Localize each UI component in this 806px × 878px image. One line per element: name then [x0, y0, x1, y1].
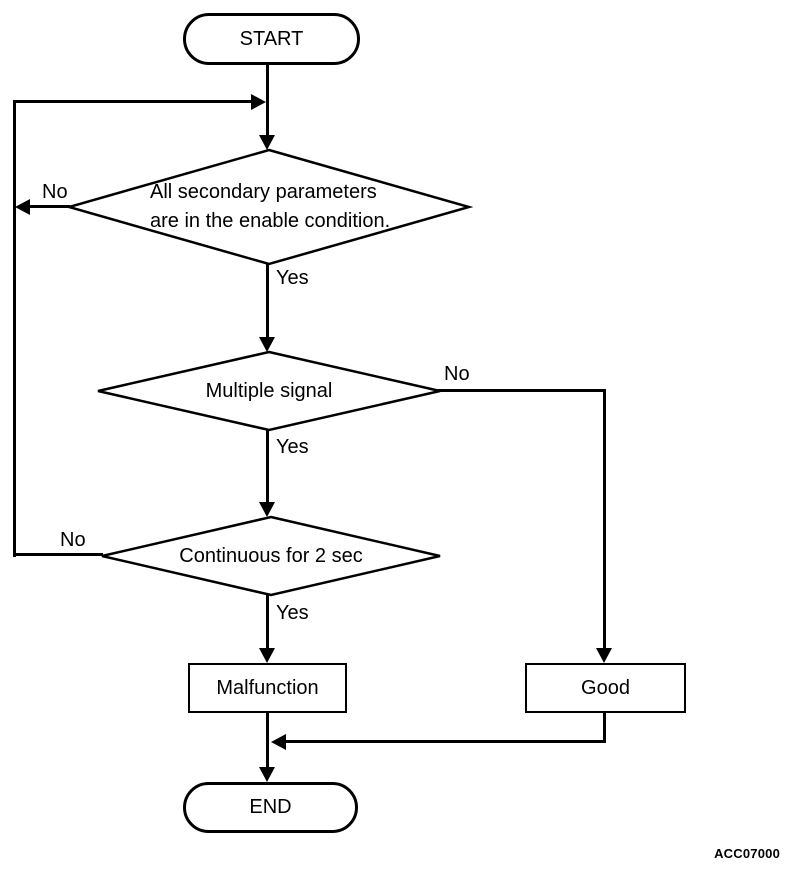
- start-label: START: [239, 27, 304, 50]
- edge-good-merge-line: [285, 740, 606, 743]
- edge-continuous-yes-line: [266, 594, 269, 650]
- decision-signal-label: Multiple signal: [205, 379, 333, 402]
- arrowhead-into-continuous-icon: [259, 502, 275, 517]
- decision-signal-diamond: [97, 350, 441, 432]
- loopback-rail-line: [13, 100, 16, 557]
- end-terminal: END: [183, 782, 358, 833]
- edge-malfunction-down-line: [266, 712, 269, 769]
- malfunction-box: Malfunction: [188, 663, 347, 713]
- arrowhead-params-no-icon: [15, 199, 30, 215]
- decision-params-label: All secondary parameters are in the enab…: [150, 178, 390, 236]
- loopback-top-line: [13, 100, 251, 103]
- label-params-yes: Yes: [276, 267, 309, 289]
- start-terminal: START: [183, 13, 360, 65]
- label-signal-yes: Yes: [276, 436, 309, 458]
- arrowhead-into-end-icon: [259, 767, 275, 782]
- edge-start-down-line: [266, 65, 269, 138]
- edge-continuous-no-line: [13, 553, 103, 556]
- figure-code: ACC07000: [714, 846, 780, 861]
- label-params-no: No: [42, 181, 68, 203]
- edge-params-no-line: [29, 205, 70, 208]
- decision-params-diamond: [65, 148, 473, 266]
- edge-params-yes-line: [266, 263, 269, 339]
- arrowhead-into-signal-icon: [259, 337, 275, 352]
- diamond-shape-icon: [97, 350, 441, 432]
- arrowhead-into-malfunction-icon: [259, 648, 275, 663]
- end-label: END: [249, 796, 292, 818]
- edge-signal-no-vline: [603, 389, 606, 650]
- diamond-shape-icon: [101, 515, 441, 597]
- arrowhead-merge-left-icon: [271, 734, 286, 750]
- arrowhead-into-params-icon: [259, 135, 275, 150]
- decision-continuous-diamond: [101, 515, 441, 597]
- label-continuous-no: No: [60, 529, 86, 551]
- malfunction-label: Malfunction: [216, 676, 319, 699]
- good-label: Good: [581, 676, 630, 699]
- label-continuous-yes: Yes: [276, 602, 309, 624]
- edge-good-down-line: [603, 712, 606, 743]
- edge-signal-no-hline: [438, 389, 606, 392]
- good-box: Good: [525, 663, 686, 713]
- edge-signal-yes-line: [266, 429, 269, 504]
- diamond-shape-icon: [65, 148, 473, 266]
- arrowhead-into-main-icon: [251, 94, 266, 110]
- arrowhead-into-good-icon: [596, 648, 612, 663]
- label-signal-no: No: [444, 363, 470, 385]
- decision-params-line1: All secondary parameters: [150, 181, 377, 203]
- decision-params-line2: are in the enable condition.: [150, 210, 391, 232]
- decision-continuous-label: Continuous for 2 sec: [179, 544, 363, 567]
